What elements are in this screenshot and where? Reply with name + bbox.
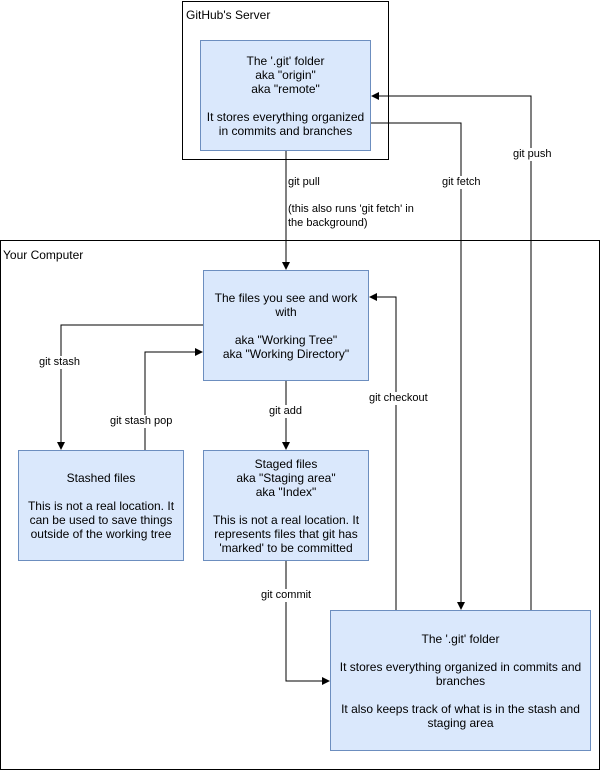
node-text-line: represents files that git has — [214, 526, 358, 541]
node-text-line: It stores everything organized in commit… — [339, 659, 582, 674]
git-pull-label: git pull — [287, 176, 321, 189]
git-pull-note-line-2: the background) — [288, 217, 368, 229]
your-computer-container: Your Computer — [0, 240, 600, 770]
node-text-line: The '.git' folder — [421, 631, 500, 646]
git-push-label: git push — [512, 148, 553, 161]
your-computer-label: Your Computer — [3, 248, 84, 262]
node-text-line: This is not a real location. It — [212, 512, 360, 527]
node-text-line: The '.git' folder — [246, 53, 325, 68]
node-text-line: with — [275, 304, 297, 319]
node-text-line: aka "origin" — [255, 67, 316, 82]
node-text-line: can be used to save things — [29, 512, 173, 527]
git-stash-pop-label: git stash pop — [109, 415, 174, 428]
node-text-line: The files you see and work — [214, 290, 358, 305]
git-stash-label: git stash — [38, 356, 81, 369]
node-text-line: It also keeps track of what is in the st… — [341, 701, 580, 716]
node-text-line: It stores everything organized — [206, 109, 365, 124]
git-pull-note-line-1: (this also runs 'git fetch' in — [288, 203, 414, 215]
node-text-line: Stashed files — [66, 470, 136, 485]
git-fetch-label: git fetch — [441, 176, 482, 189]
github-server-label: GitHub's Server — [186, 8, 271, 22]
git-checkout-label: git checkout — [368, 392, 429, 405]
node-text-line: in commits and branches — [218, 123, 353, 138]
node-text-line: branches — [435, 673, 486, 688]
node-text-line: aka "remote" — [251, 81, 320, 96]
node-text-line: aka "Staging area" — [236, 470, 336, 485]
node-text-line: staging area — [427, 715, 494, 730]
node-text-line: aka "Index" — [255, 484, 317, 499]
node-text-line: This is not a real location. It — [27, 498, 175, 513]
node-text-line: Staged files — [254, 456, 318, 471]
node-text-line: aka "Working Directory" — [222, 346, 350, 361]
local-git-folder-node: The '.git' folder It stores everything or… — [330, 610, 591, 751]
node-text-line: aka "Working Tree" — [234, 332, 338, 347]
git-add-label: git add — [268, 405, 304, 418]
node-text-line: outside of the working tree — [30, 526, 172, 541]
git-commit-label: git commit — [260, 589, 313, 602]
node-text-line: 'marked' to be committed — [219, 540, 353, 555]
